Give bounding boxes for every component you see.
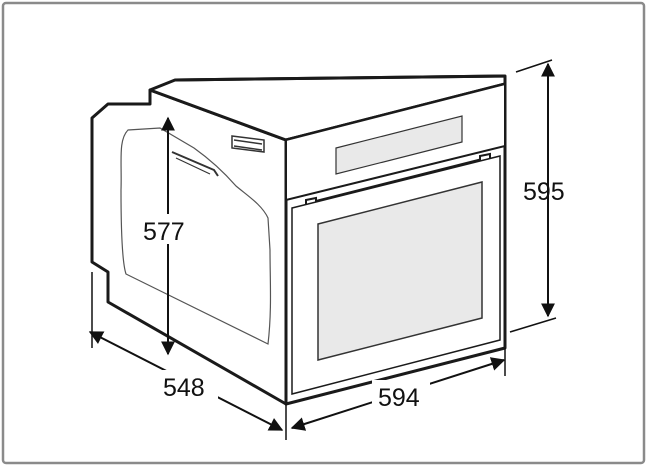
dim-height-front [509, 59, 557, 333]
label-height-front: 595 [523, 178, 565, 206]
label-width: 594 [378, 384, 420, 412]
side-vent-slot-2 [175, 157, 211, 175]
label-bg-594 [372, 380, 430, 410]
side-vent-slot [171, 151, 219, 177]
label-bg-548 [160, 370, 218, 400]
label-height-cavity: 577 [143, 218, 185, 246]
top-control-box [231, 135, 265, 153]
label-depth: 548 [163, 374, 205, 402]
door-window [317, 181, 483, 361]
control-display [335, 115, 463, 175]
label-bg-577 [140, 214, 198, 244]
side-cavity-outline [120, 127, 272, 345]
